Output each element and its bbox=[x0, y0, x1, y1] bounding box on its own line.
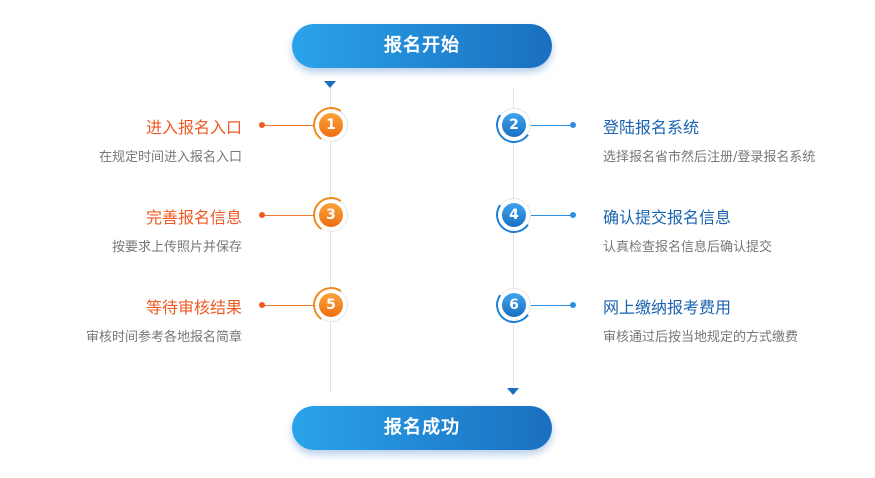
step-5-title: 等待审核结果 bbox=[145, 298, 242, 317]
step-6-desc: 审核通过后按当地规定的方式缴费 bbox=[603, 330, 799, 345]
step-6-connector bbox=[531, 305, 573, 306]
step-2-desc: 选择报名省市然后注册/登录报名系统 bbox=[603, 150, 816, 165]
step-6-number: 6 bbox=[502, 293, 526, 317]
start-banner: 报名开始 bbox=[292, 24, 552, 68]
down-arrow-bottom-icon bbox=[507, 388, 519, 395]
step-3-badge: 3 bbox=[310, 194, 352, 236]
step-3-desc: 按要求上传照片并保存 bbox=[111, 240, 242, 255]
step-4-connector bbox=[531, 215, 573, 216]
step-1-connector bbox=[264, 125, 314, 126]
step-5-dot bbox=[259, 302, 265, 308]
step-2-connector bbox=[531, 125, 573, 126]
step-2-title: 登陆报名系统 bbox=[603, 118, 700, 137]
step-2-number: 2 bbox=[502, 113, 526, 137]
step-4-dot bbox=[570, 212, 576, 218]
step-3-connector bbox=[264, 215, 314, 216]
step-3-number: 3 bbox=[319, 203, 343, 227]
step-5-connector bbox=[264, 305, 314, 306]
step-4-desc: 认真检查报名信息后确认提交 bbox=[603, 240, 773, 255]
step-1-title: 进入报名入口 bbox=[145, 118, 242, 137]
right-timeline bbox=[513, 88, 514, 388]
left-timeline bbox=[330, 88, 331, 393]
step-1-dot bbox=[259, 122, 265, 128]
step-6-title: 网上缴纳报考费用 bbox=[603, 298, 732, 317]
down-arrow-top-icon bbox=[324, 81, 336, 88]
step-6-badge: 6 bbox=[493, 284, 535, 326]
step-4-badge: 4 bbox=[493, 194, 535, 236]
step-1-desc: 在规定时间进入报名入口 bbox=[98, 150, 242, 165]
step-5-number: 5 bbox=[319, 293, 343, 317]
step-4-number: 4 bbox=[502, 203, 526, 227]
step-2-badge: 2 bbox=[493, 104, 535, 146]
step-6-dot bbox=[570, 302, 576, 308]
step-4-title: 确认提交报名信息 bbox=[603, 208, 732, 227]
step-5-desc: 审核时间参考各地报名简章 bbox=[85, 330, 242, 345]
end-banner: 报名成功 bbox=[292, 406, 552, 450]
step-5-badge: 5 bbox=[310, 284, 352, 326]
step-1-number: 1 bbox=[319, 113, 343, 137]
step-3-title: 完善报名信息 bbox=[145, 208, 242, 227]
step-3-dot bbox=[259, 212, 265, 218]
step-2-dot bbox=[570, 122, 576, 128]
step-1-badge: 1 bbox=[310, 104, 352, 146]
